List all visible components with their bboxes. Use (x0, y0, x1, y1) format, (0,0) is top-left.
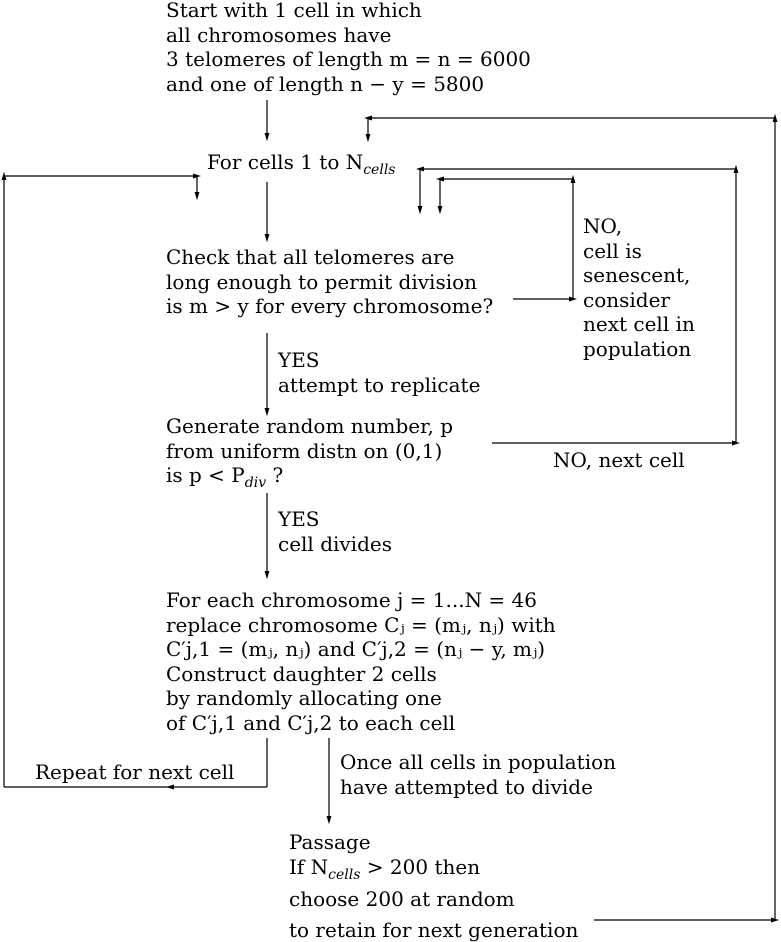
all-attempted-label: Once all cells in population have attemp… (340, 750, 616, 799)
start-box: Start with 1 cell in which all chromosom… (166, 0, 531, 96)
random-line-3: is p < P (166, 463, 245, 487)
divide-line-5: by randomly allocating one (166, 686, 556, 711)
passage-line-4: to retain for next generation (289, 918, 578, 942)
check-box: Check that all telomeres are long enough… (166, 245, 493, 319)
check-line-1: Check that all telomeres are (166, 245, 493, 270)
yes-replicate-line-2: attempt to replicate (278, 373, 480, 398)
divide-box: For each chromosome j = 1...N = 46 repla… (166, 588, 556, 735)
all-attempted-line-1: Once all cells in population (340, 750, 616, 775)
start-line-2: all chromosomes have (166, 23, 531, 48)
random-sub: div (245, 475, 266, 491)
senescent-line-2: cell is (583, 239, 695, 264)
yes-divides-label: YES cell divides (278, 507, 392, 556)
passage-line-2-end: > 200 then (360, 855, 480, 879)
yes-replicate-label: YES attempt to replicate (278, 348, 480, 397)
passage-box: Passage If Ncells > 200 then choose 200 … (289, 830, 578, 942)
random-line-2: from uniform distn on (0,1) (166, 439, 453, 464)
yes-divides-line-1: YES (278, 507, 392, 532)
random-box: Generate random number, p from uniform d… (166, 414, 453, 496)
divide-line-2: replace chromosome Cⱼ = (mⱼ, nⱼ) with (166, 613, 556, 638)
passage-line-3: choose 200 at random (289, 887, 578, 912)
loop-sub: cells (363, 162, 395, 178)
passage-sub: cells (328, 867, 360, 883)
senescent-line-6: population (583, 337, 695, 362)
yes-divides-line-2: cell divides (278, 532, 392, 557)
senescent-line-4: consider (583, 288, 695, 313)
random-line-1: Generate random number, p (166, 414, 453, 439)
start-line-1: Start with 1 cell in which (166, 0, 531, 23)
passage-line-1: Passage (289, 830, 578, 855)
all-attempted-line-2: have attempted to divide (340, 775, 616, 800)
senescent-line-5: next cell in (583, 312, 695, 337)
divide-line-3: C′j,1 = (mⱼ, nⱼ) and C′j,2 = (nⱼ − y, mⱼ… (166, 637, 556, 662)
loop-label: For cells 1 to N (207, 150, 363, 174)
yes-replicate-line-1: YES (278, 348, 480, 373)
senescent-box: NO, cell is senescent, consider next cel… (583, 214, 695, 361)
passage-line-2: If N (289, 855, 328, 879)
no-next-label: NO, next cell (553, 448, 685, 473)
random-line-3-end: ? (266, 463, 283, 487)
divide-line-4: Construct daughter 2 cells (166, 662, 556, 687)
start-line-4: and one of length n − y = 5800 (166, 72, 531, 97)
senescent-line-3: senescent, (583, 263, 695, 288)
divide-line-6: of C′j,1 and C′j,2 to each cell (166, 711, 556, 736)
repeat-label: Repeat for next cell (35, 760, 234, 785)
start-line-3: 3 telomeres of length m = n = 6000 (166, 47, 531, 72)
loop-box: For cells 1 to Ncells (207, 150, 395, 183)
check-line-3: is m > y for every chromosome? (166, 294, 493, 319)
check-line-2: long enough to permit division (166, 270, 493, 295)
senescent-line-1: NO, (583, 214, 695, 239)
divide-line-1: For each chromosome j = 1...N = 46 (166, 588, 556, 613)
